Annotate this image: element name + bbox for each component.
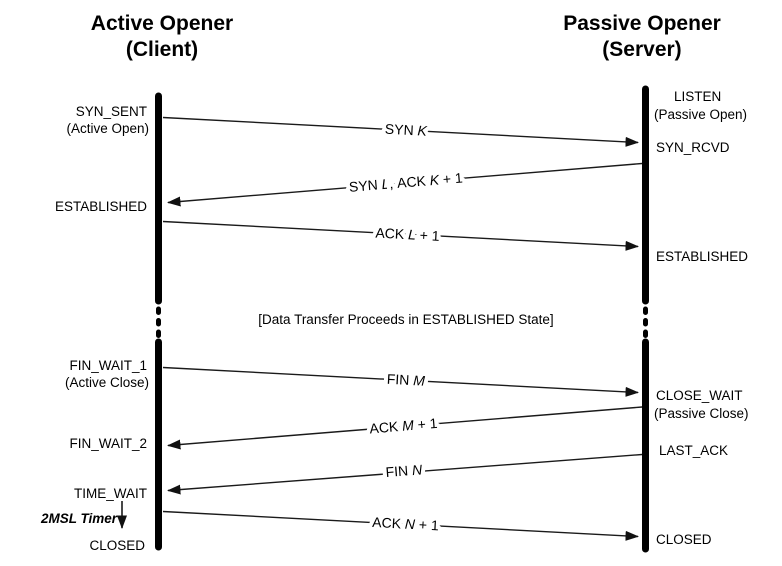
arrow-ack-l1 [162,220,639,251]
state-syn-rcvd: SYN_RCVD [656,140,730,155]
message-label-syn-k: SYN K [350,117,455,143]
message-label-syn-l-ack-k1: SYN L, ACK K + 1 [313,166,490,199]
state-closed-client: CLOSED [89,538,145,553]
state-fin-wait-2: FIN_WAIT_2 [69,436,147,451]
state-listen-note: (Passive Open) [654,107,747,122]
state-fin-wait-1-note: (Active Close) [65,375,149,390]
server-header-line1: Passive Opener [563,12,721,35]
state-established-client: ESTABLISHED [55,199,147,214]
timer-2msl-label: 2MSL Timer [40,511,118,526]
state-close-wait: CLOSE_WAIT [656,388,743,403]
arrow-fin-n [167,453,643,495]
arrow-ack-m1 [167,406,643,450]
svg-text:SYN L, ACK K + 1: SYN L, ACK K + 1 [313,167,490,197]
svg-text:FIN M: FIN M [351,369,452,390]
state-time-wait: TIME_WAIT [74,486,147,501]
state-established-server: ESTABLISHED [656,249,748,264]
svg-text:FIN N: FIN N [350,459,450,483]
message-label-fin-n: FIN N [350,457,450,484]
arrow-fin-m [162,366,639,397]
state-syn-sent-note: (Active Open) [66,121,149,136]
arrow-syn-l-ack-k1 [167,162,643,207]
message-label-fin-m: FIN M [351,367,452,393]
state-listen: LISTEN [674,89,721,104]
state-fin-wait-1: FIN_WAIT_1 [69,358,147,373]
state-syn-sent: SYN_SENT [76,104,147,119]
message-label-ack-l1: ACK L + 1 [341,221,467,248]
state-closed-server: CLOSED [656,532,712,547]
data-transfer-note: [Data Transfer Proceeds in ESTABLISHED S… [258,312,553,327]
svg-text:ACK N + 1: ACK N + 1 [338,512,467,535]
state-close-wait-note: (Passive Close) [654,406,749,421]
client-header-line2: (Client) [126,38,198,61]
state-last-ack: LAST_ACK [659,443,728,458]
message-label-ack-n1: ACK N + 1 [338,510,467,537]
message-label-ack-m1: ACK M + 1 [335,411,465,441]
client-header-line1: Active Opener [91,12,233,35]
svg-text:ACK M + 1: ACK M + 1 [335,413,465,440]
server-header-line2: (Server) [602,38,681,61]
svg-text:SYN K: SYN K [350,119,455,140]
svg-text:ACK L + 1: ACK L + 1 [341,223,467,246]
arrow-ack-n1 [162,510,639,541]
arrow-syn-k [162,116,639,147]
